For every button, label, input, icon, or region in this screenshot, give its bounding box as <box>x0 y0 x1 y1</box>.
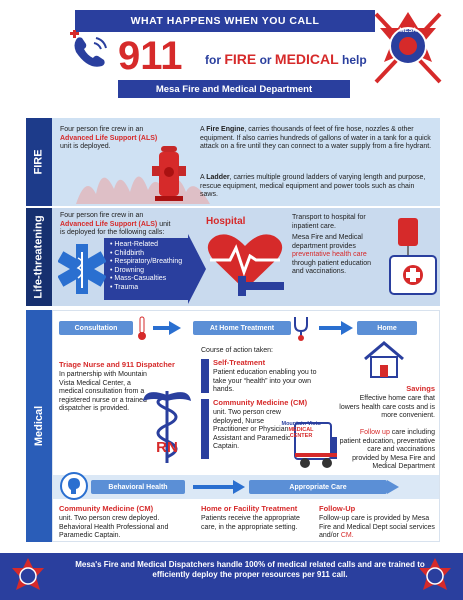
medical-kit-icon <box>389 218 437 295</box>
fu-text: Follow-up care is provided by Mesa Fire … <box>319 515 435 539</box>
home-icon <box>364 341 404 378</box>
department-name: Mesa Fire and Medical Department <box>155 83 313 95</box>
preventative-text: Mesa Fire and Medical department provide… <box>292 234 372 275</box>
cm2-title: Community Medicine (CM) <box>59 504 154 513</box>
cm2-text: unit. Two person crew deployed. Behavior… <box>59 515 169 539</box>
thermometer-icon <box>138 316 146 340</box>
big-911-number: 911 <box>118 34 183 78</box>
footer-logo-left <box>12 558 44 590</box>
department-bar: Mesa Fire and Medical Department <box>118 80 350 98</box>
life-crew-text: Four person fire crew in an Advanced Lif… <box>60 212 171 236</box>
preventative-label: preventative health care <box>292 251 367 258</box>
fire-engine-text: A Fire Engine, carries thousands of feet… <box>200 126 432 150</box>
flow-arrow <box>341 321 353 335</box>
facility-title: Home or Facility Treatment <box>201 504 298 513</box>
at-home-step: At Home Treatment <box>193 321 291 335</box>
flames-graphic <box>76 176 210 204</box>
call-item: • Heart-Related <box>110 241 158 248</box>
flow-arrow <box>233 480 245 494</box>
triage-text: In partnership with Mountain Vista Medic… <box>59 371 147 412</box>
fire-crew-text: Four person fire crew in an Advanced Lif… <box>60 126 158 150</box>
triage-title: Triage Nurse and 911 Dispatcher <box>59 360 175 369</box>
or-word: or <box>259 53 272 67</box>
star-of-life-icon <box>58 244 106 294</box>
mesa-fire-logo: MESA <box>374 12 442 84</box>
life-tab-label: Life-threatening <box>33 215 45 299</box>
self-treatment-title: Self-Treatment <box>213 358 266 367</box>
flow-arrow-shaft <box>193 485 233 489</box>
footer-logo-right <box>419 558 451 590</box>
appropriate-care-step: Appropriate Care <box>249 480 387 494</box>
hospital-heart-icon <box>207 234 284 296</box>
call-item: • Mass-Casualties <box>110 275 167 282</box>
home-step: Home <box>357 321 417 335</box>
fire-tab: FIRE <box>26 118 52 206</box>
ladder-label: Ladder <box>206 174 230 181</box>
life-als-label: Advanced Life Support (ALS) <box>60 220 158 228</box>
fire-word: FIRE <box>224 51 257 67</box>
calls-list: • Heart-Related • Childbirth • Respirato… <box>110 241 210 292</box>
fire-hydrant-icon <box>152 146 186 201</box>
footer-bar <box>0 553 463 600</box>
footer-text: Mesa's Fire and Medical Dispatchers hand… <box>75 560 425 579</box>
calls-arrow <box>104 238 188 300</box>
fire-tab-label: FIRE <box>33 149 45 175</box>
header-banner: WHAT HAPPENS WHEN YOU CALL <box>75 10 375 32</box>
fire-engine-label: Fire Engine <box>206 126 245 133</box>
hospital-label: Hospital <box>206 216 246 227</box>
flow-arrow-shaft <box>319 326 341 330</box>
header-banner-text: WHAT HAPPENS WHEN YOU CALL <box>130 15 320 27</box>
flow-arrow <box>387 480 399 494</box>
flow-arrow <box>169 321 181 335</box>
consultation-step: Consultation <box>59 321 133 335</box>
fire-medical-help-line: for FIRE or MEDICAL help <box>205 51 367 67</box>
flow-arrow-shaft <box>153 326 169 330</box>
course-label: Course of action taken: <box>201 347 273 354</box>
calls-arrow-tip <box>188 234 206 304</box>
fire-als-label: Advanced Life Support (ALS) <box>60 134 158 142</box>
life-threatening-panel: Four person fire crew in an Advanced Lif… <box>52 208 440 306</box>
behavioral-health-icon <box>60 472 88 500</box>
medical-tab: Medical <box>26 310 52 542</box>
medical-panel: Consultation At Home Treatment Home Cour… <box>52 310 440 542</box>
call-item: • Drowning <box>110 266 144 274</box>
rn-label: RN <box>156 439 178 456</box>
followup-text: Follow up care including patient educati… <box>339 429 435 470</box>
phone-icon <box>70 30 107 67</box>
medical-tab-label: Medical <box>33 405 46 447</box>
help-word: help <box>342 53 367 67</box>
savings-title: Savings <box>406 384 435 393</box>
fu-title: Follow-Up <box>319 504 356 513</box>
followup-lead: Follow up <box>359 429 390 436</box>
ambulance-icon <box>294 422 337 468</box>
life-threatening-tab: Life-threatening <box>26 208 52 306</box>
savings-text: Effective home care that lowers health c… <box>339 395 435 419</box>
fire-panel: Four person fire crew in an Advanced Lif… <box>52 118 440 206</box>
call-item: • Respiratory/Breathing <box>110 258 183 265</box>
caduceus-icon <box>143 391 191 463</box>
for-word: for <box>205 53 221 67</box>
cm-title: Community Medicine (CM) <box>213 398 308 407</box>
fu-cm: CM. <box>340 532 354 539</box>
call-item: • Trauma <box>110 283 139 291</box>
cm-marker <box>201 399 209 459</box>
ladder-text: A Ladder, carries multiple ground ladder… <box>200 174 426 198</box>
cm-text: unit. Two person crew deployed, Nurse Pr… <box>213 409 291 450</box>
stethoscope-icon <box>294 317 308 341</box>
facility-text: Patients receive the appropriate care, i… <box>201 515 300 531</box>
self-treatment-text: Patient education enabling you to take y… <box>213 369 317 393</box>
logo-text: MESA <box>399 28 417 34</box>
medical-word: MEDICAL <box>274 51 339 67</box>
self-treatment-marker <box>201 359 209 393</box>
behavioral-health-step: Behavioral Health <box>91 480 185 494</box>
call-item: • Childbirth <box>110 249 144 257</box>
transport-text: Transport to hospital for inpatient care… <box>292 214 366 230</box>
